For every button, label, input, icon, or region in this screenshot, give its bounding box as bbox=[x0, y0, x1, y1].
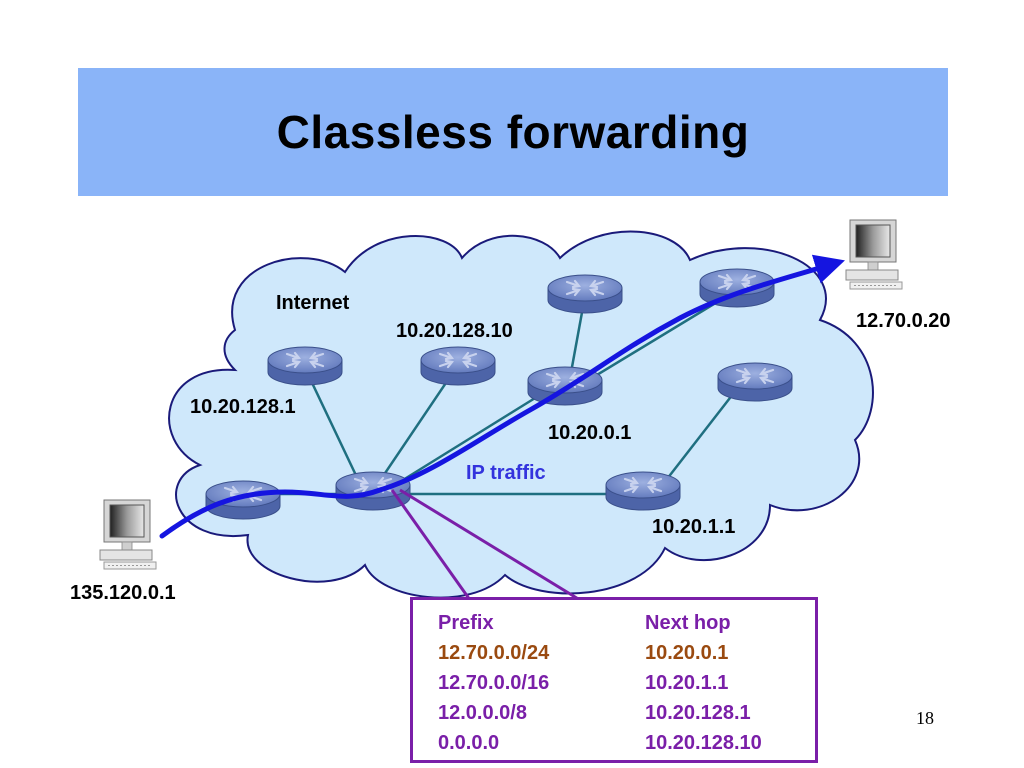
router-label-10-20-0-1: 10.20.0.1 bbox=[548, 422, 632, 444]
prefix-header: Prefix bbox=[438, 612, 494, 634]
internet-label: Internet bbox=[276, 292, 350, 314]
title-band: Classless forwarding bbox=[78, 68, 948, 196]
ip-traffic-arrow bbox=[159, 254, 845, 539]
host-label-source: 135.120.0.1 bbox=[70, 582, 176, 604]
table-row-next-hop: 10.20.1.1 bbox=[645, 672, 729, 694]
forwarding-table: Prefix Next hop 12.70.0.0/24 10.20.0.1 1… bbox=[410, 597, 818, 763]
link-r1-1-right bbox=[659, 384, 741, 489]
table-row-prefix: 12.70.0.0/24 bbox=[438, 642, 550, 664]
slide-title: Classless forwarding bbox=[276, 106, 750, 158]
link-r0-1-hub bbox=[389, 388, 549, 490]
forwarding-table-callout bbox=[390, 488, 581, 602]
table-row-next-hop: 10.20.0.1 bbox=[645, 642, 729, 664]
table-row-next-hop: 10.20.128.1 bbox=[645, 702, 751, 724]
link-r128-10-hub bbox=[373, 364, 460, 489]
router-10-20-128-10 bbox=[419, 345, 497, 387]
router-10-20-128-1 bbox=[266, 345, 344, 387]
table-row-prefix: 12.70.0.0/16 bbox=[438, 672, 550, 694]
router-label-10-20-128-1: 10.20.128.1 bbox=[190, 396, 296, 418]
next-hop-header: Next hop bbox=[645, 612, 731, 634]
page-number: 18 bbox=[916, 708, 934, 728]
router-label-10-20-1-1: 10.20.1.1 bbox=[652, 516, 736, 538]
router-label-10-20-128-10: 10.20.128.10 bbox=[396, 320, 513, 342]
router-edge-left bbox=[204, 479, 282, 521]
table-row-prefix: 12.0.0.0/8 bbox=[438, 702, 527, 724]
computer-icon-destination bbox=[845, 219, 903, 290]
host-label-destination: 12.70.0.20 bbox=[856, 310, 951, 332]
router-right bbox=[716, 361, 794, 403]
router-top bbox=[546, 273, 624, 315]
table-row-prefix: 0.0.0.0 bbox=[438, 732, 500, 754]
ip-traffic-label: IP traffic bbox=[466, 462, 546, 484]
table-row-next-hop: 10.20.128.10 bbox=[645, 732, 762, 754]
link-r128-1-hub bbox=[303, 367, 364, 489]
router-10-20-1-1 bbox=[604, 470, 682, 512]
computer-icon-source bbox=[99, 499, 157, 570]
